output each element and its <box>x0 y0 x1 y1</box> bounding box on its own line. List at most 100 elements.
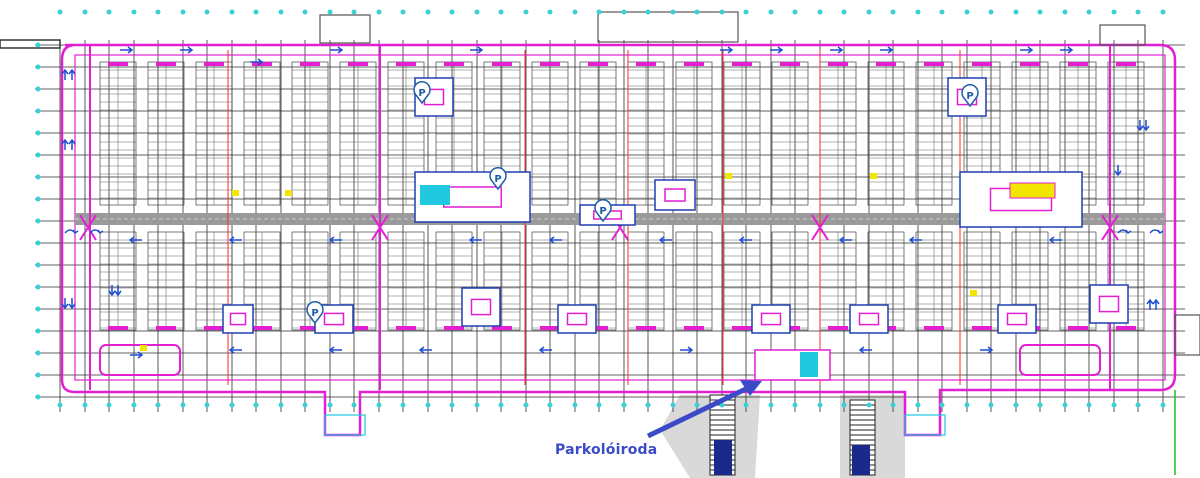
direction-arrow <box>858 346 872 354</box>
axis-dot <box>1135 9 1141 15</box>
parking-office-label: Parkolóiroda <box>555 442 658 458</box>
axis-dot <box>719 9 725 15</box>
axis-dot <box>523 9 529 15</box>
axis-dot <box>915 9 921 15</box>
column-cap <box>156 62 176 66</box>
axis-dot <box>35 130 41 136</box>
axis-dot <box>817 402 823 408</box>
axis-dot <box>1037 9 1043 15</box>
axis-dot <box>425 9 431 15</box>
axis-dot <box>866 402 872 408</box>
core-inner <box>1098 295 1120 313</box>
axis-dot <box>131 402 137 408</box>
column-cap <box>396 62 416 66</box>
core-inner <box>470 298 492 316</box>
callout-arrow-head <box>740 380 762 396</box>
axis-dot <box>302 9 308 15</box>
axis-dot <box>645 402 651 408</box>
direction-arrow <box>228 346 242 354</box>
core-inner <box>1006 312 1028 326</box>
core-box <box>222 304 254 334</box>
office-fill <box>800 352 818 377</box>
axis-dot <box>35 306 41 312</box>
marker-yellow <box>870 173 877 179</box>
column-cap <box>684 326 704 330</box>
direction-arrow <box>61 298 69 310</box>
axis-dot <box>841 402 847 408</box>
direction-arrow <box>838 236 852 244</box>
axis-dot <box>621 402 627 408</box>
column-cap <box>300 326 320 330</box>
direction-arrow <box>770 46 784 54</box>
core-inner <box>858 312 880 326</box>
core-box <box>461 287 501 327</box>
axis-dot <box>229 9 235 15</box>
column-cap <box>204 326 224 330</box>
pin-shape <box>413 80 431 105</box>
column-cap <box>444 62 464 66</box>
axis-dot <box>817 9 823 15</box>
core-box <box>557 304 597 334</box>
axis-dot <box>351 9 357 15</box>
column-cap <box>540 62 560 66</box>
pin-shape <box>306 300 324 325</box>
direction-arrow <box>61 68 69 80</box>
axis-dot <box>35 350 41 356</box>
axis-dot <box>988 402 994 408</box>
direction-arrow <box>1136 120 1144 132</box>
column-cap <box>972 326 992 330</box>
axis-dot <box>523 402 529 408</box>
marker-yellow <box>285 190 292 196</box>
stair-cores <box>140 77 1176 476</box>
pin-shape <box>489 166 507 191</box>
axis-dot <box>35 174 41 180</box>
marker-yellow <box>232 190 239 196</box>
direction-arrow <box>120 46 134 54</box>
core-box <box>751 304 791 334</box>
direction-arrow <box>68 298 76 310</box>
ramp-exit <box>904 414 946 436</box>
axis-dot <box>278 402 284 408</box>
axis-dot <box>327 9 333 15</box>
axis-dot <box>498 402 504 408</box>
axis-markers <box>35 9 1166 408</box>
axis-dot <box>645 9 651 15</box>
column-cap <box>636 62 656 66</box>
marker-yellow <box>725 173 732 179</box>
axis-dot <box>596 9 602 15</box>
axis-dot <box>35 284 41 290</box>
direction-arrow <box>68 138 76 150</box>
marker-yellow <box>140 345 147 351</box>
direction-arrow <box>720 46 734 54</box>
axis-dot <box>547 402 553 408</box>
column-cap <box>828 326 848 330</box>
direction-arrow <box>328 236 342 244</box>
direction-arrow <box>680 346 694 354</box>
axis-dot <box>449 402 455 408</box>
axis-dot <box>351 402 357 408</box>
axis-dot <box>376 402 382 408</box>
column-cap <box>444 326 464 330</box>
axis-dot <box>792 402 798 408</box>
direction-arrow <box>418 346 432 354</box>
axis-dot <box>449 9 455 15</box>
column-cap <box>1116 62 1136 66</box>
parking-p-icon: P <box>594 198 612 223</box>
building-outline <box>0 11 1200 437</box>
axis-dot <box>1135 402 1141 408</box>
direction-arrow <box>128 236 142 244</box>
column-cap <box>1068 62 1088 66</box>
ramp-exit <box>324 414 366 436</box>
axis-dot <box>302 402 308 408</box>
direction-arrow <box>908 236 922 244</box>
axis-dot <box>253 9 259 15</box>
column-cap <box>300 62 320 66</box>
column-cap <box>924 326 944 330</box>
axis-dot <box>1111 9 1117 15</box>
axis-dot <box>35 328 41 334</box>
direction-arrow <box>1142 120 1150 132</box>
axis-dot <box>1013 9 1019 15</box>
axis-dot <box>35 108 41 114</box>
column-cap <box>732 326 752 330</box>
